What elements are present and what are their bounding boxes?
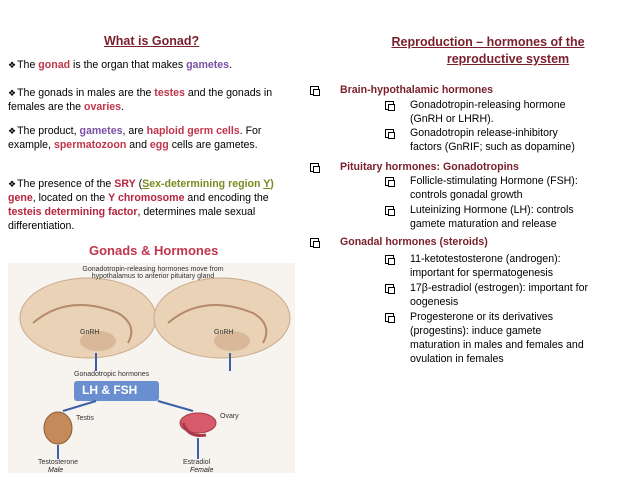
text: 17β-estradiol (estrogen): important for [410, 282, 589, 294]
male-label: Male [48, 467, 64, 474]
text: . [229, 59, 233, 71]
sub-estradiol: 17β-estradiol (estrogen): important for o… [410, 281, 588, 309]
right-title: Reproduction – hormones of the reproduct… [365, 34, 611, 68]
text: , located on the [32, 192, 109, 204]
gnrh-left-label: GnRH [80, 329, 100, 336]
term-y-chromosome: Y chromosome [108, 192, 185, 204]
text: , determines male sexual differentiation… [8, 206, 256, 232]
text: and the gonads in females are the [8, 87, 273, 113]
figure-top-caption: Gonadotropin-releasing hormones move fro… [82, 266, 224, 280]
term-egg: egg [149, 139, 169, 151]
ovary-label: Ovary [220, 413, 239, 420]
right-title-line2: reproductive system [446, 52, 570, 66]
term-s: S [142, 178, 150, 190]
testis-shape [43, 411, 73, 445]
gonads-hormones-figure: Gonadotropin-releasing hormones move fro… [8, 263, 295, 474]
diamond-bullet-icon: ❖ [8, 88, 17, 98]
gonadotropic-label: Gonadotropic hormones [74, 371, 150, 378]
checkbox-bullet-icon [310, 163, 320, 173]
term-tdf: testeis determining factor [8, 206, 138, 218]
term-gene: gene [8, 192, 33, 204]
text: oogenesis [410, 296, 459, 308]
term-spermatozoon: spermatozoon [53, 139, 127, 151]
text: . [121, 101, 125, 113]
item-pituitary: Pituitary hormones: Gonadotropins [340, 161, 519, 173]
estradiol-label: Estradiol [183, 459, 211, 466]
checkbox-bullet-icon [385, 284, 395, 294]
checkbox-bullet-icon [310, 238, 320, 248]
right-brain-shape [153, 277, 291, 359]
checkbox-bullet-icon [385, 101, 395, 111]
text: (GnRH or LHRH). [410, 113, 494, 125]
item-brain: Brain-hypothalamic hormones [340, 84, 494, 96]
text: The product, [17, 125, 80, 137]
text: Progesterone or its derivatives [410, 311, 554, 323]
testosterone-label: Testosterone [38, 459, 79, 466]
paragraph-gonad: ❖The gonad is the organ that makes gamet… [8, 58, 298, 72]
text: The gonads in males are the [17, 87, 155, 99]
lh-fsh-label: LH & FSH [82, 383, 138, 397]
text: (progestins): induce gamete [410, 325, 542, 337]
term-gametes: gametes [79, 125, 123, 137]
sub-ketotestosterone: 11-ketotestosterone (androgen): important… [410, 252, 561, 280]
term-gonad: gonad [38, 59, 71, 71]
text: is the organ that makes [70, 59, 187, 71]
text: . For example, [8, 125, 262, 151]
testis-label: Testis [76, 415, 94, 422]
checkbox-bullet-icon [385, 177, 395, 187]
sub-progesterone: Progesterone or its derivatives (progesti… [410, 310, 584, 366]
text: factors (GnRIF; such as dopamine) [410, 141, 575, 153]
sub-lh: Luteinizing Hormone (LH): controls gamete… [410, 203, 574, 231]
term-gametes: gametes [186, 59, 230, 71]
diamond-bullet-icon: ❖ [8, 126, 17, 136]
text: The presence of the [17, 178, 115, 190]
sub-fsh: Follicle-stimulating Hormone (FSH): contr… [410, 174, 578, 202]
text: important for spermatogenesis [410, 267, 554, 279]
diamond-bullet-icon: ❖ [8, 60, 17, 70]
text: The [17, 59, 39, 71]
term-testes: testes [154, 87, 185, 99]
checkbox-bullet-icon [385, 129, 395, 139]
paragraph-gonads: ❖The gonads in males are the testes and … [8, 86, 298, 114]
paragraph-sry: ❖The presence of the SRY (Sex-determinin… [8, 177, 298, 233]
sub-gnrh: Gonadotropin-releasing hormone (GnRH or L… [410, 98, 565, 126]
text: cells are gametes. [168, 139, 258, 151]
text: Follicle-stimulating Hormone (FSH): [410, 175, 578, 187]
text: Gonadotropin release-inhibitory [410, 127, 558, 139]
checkbox-bullet-icon [385, 313, 395, 323]
text: ) [270, 178, 274, 190]
text: maturation in males and females and [410, 339, 584, 351]
checkbox-bullet-icon [310, 86, 320, 96]
text: gamete maturation and release [410, 218, 557, 230]
figure-illustration [19, 277, 291, 459]
term-region: ex-determining region [149, 178, 264, 190]
text: and encoding the [184, 192, 269, 204]
left-title: What is Gonad? [104, 34, 200, 48]
term-y: Y [263, 178, 271, 190]
gnrh-right-label: GnRH [214, 329, 234, 336]
term-sry: SRY [114, 178, 136, 190]
female-label: Female [190, 467, 214, 474]
checkbox-bullet-icon [385, 255, 395, 265]
term-ovaries: ovaries [83, 101, 122, 113]
text: Gonadotropin-releasing hormone [410, 99, 566, 111]
text: Luteinizing Hormone (LH): controls [410, 204, 574, 216]
sub-gnrif: Gonadotropin release-inhibitory factors (… [410, 126, 575, 154]
ovary-shape [179, 412, 217, 434]
text: 11-ketotestosterone (androgen): [410, 253, 561, 265]
diamond-bullet-icon: ❖ [8, 179, 17, 189]
item-gonadal: Gonadal hormones (steroids) [340, 236, 488, 248]
text: controls gonadal growth [410, 189, 523, 201]
figure-title: Gonads & Hormones [89, 243, 219, 258]
right-title-line1: Reproduction – hormones of the [391, 35, 585, 49]
text: , are [122, 125, 147, 137]
term-haploid: haploid germ cells [146, 125, 240, 137]
text: ovulation in females [410, 353, 504, 365]
checkbox-bullet-icon [385, 206, 395, 216]
paragraph-product: ❖The product, gametes, are haploid germ … [8, 124, 298, 152]
text: ( [135, 178, 143, 190]
text: and [126, 139, 150, 151]
